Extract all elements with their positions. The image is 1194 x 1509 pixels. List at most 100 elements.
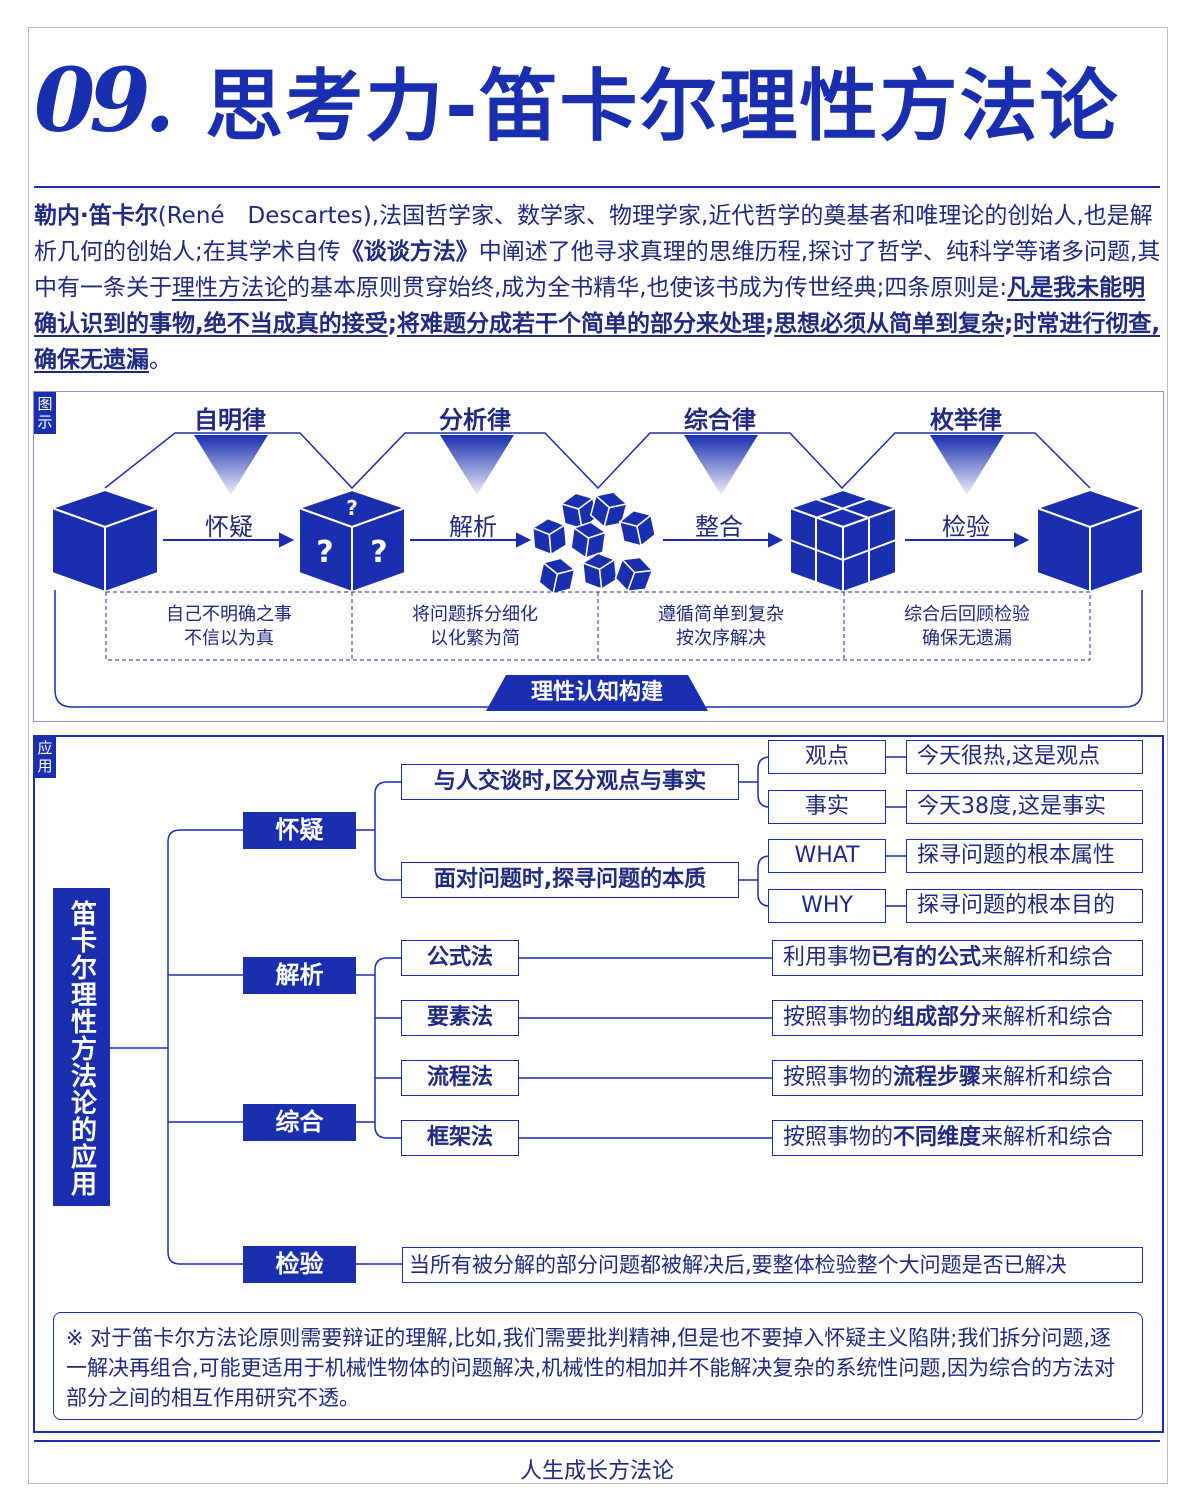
- page-title: 09. 思考力-笛卡尔理性方法论: [34, 48, 1119, 152]
- method-element-desc-key: 组成部分: [893, 1005, 982, 1030]
- intro-rule-2: 将难题分成若干个简单的部分来处理: [396, 311, 765, 337]
- method-element-desc: 按照事物的组成部分来解析和综合: [772, 1000, 1143, 1036]
- assembled-cube-icon: [789, 489, 897, 593]
- law-3: 综合律: [684, 406, 756, 434]
- desc-4-line-1: 综合后回顾检验: [904, 604, 1030, 625]
- connector-zigzag: [104, 432, 1091, 490]
- action-1: 怀疑: [205, 513, 253, 541]
- leaf-label-why: WHY: [768, 889, 886, 923]
- desc-dashed-box: [105, 591, 1091, 661]
- method-formula-desc-post: 来解析和综合: [981, 945, 1114, 970]
- diagram-tag: 图示: [34, 392, 56, 434]
- title-text: 思考力-笛卡尔理性方法论: [205, 62, 1120, 152]
- method-element-desc-post: 来解析和综合: [981, 1005, 1114, 1030]
- leaf-text-what: 探寻问题的根本属性: [906, 839, 1143, 873]
- desc-3: 遵循简单到复杂按次序解决: [599, 603, 843, 651]
- method-framework-desc: 按照事物的不同维度来解析和综合: [772, 1120, 1143, 1156]
- intro-p2: 中阐述了他寻求真理的思维历程,探讨了哲学、纯科学等诸多问题,其中有一条关于: [34, 239, 1161, 301]
- mindmap-root: 笛卡尔理性方法论的应用: [53, 888, 110, 1206]
- footer-text: 人生成长方法论: [519, 1459, 674, 1484]
- method-formula-desc-key: 已有的公式: [871, 945, 982, 970]
- leaf-text-opinion: 今天很热,这是观点: [906, 740, 1143, 774]
- intro-rule-1: 凡是我未能明确认识到的事物,绝不当成真的接受: [34, 275, 1146, 337]
- leaf-text-why: 探寻问题的根本目的: [906, 889, 1143, 923]
- method-process-desc-key: 流程步骤: [893, 1065, 982, 1090]
- funnel-triangle-2: [440, 435, 514, 495]
- law-1: 自明律: [194, 406, 266, 434]
- method-formula-desc: 利用事物已有的公式来解析和综合: [772, 940, 1143, 976]
- intro-name: 勒内·笛卡尔: [34, 203, 158, 229]
- funnel-triangle-1: [194, 435, 268, 495]
- intro-sep-1: ;: [387, 311, 397, 337]
- desc-2-line-1: 将问题拆分细化: [412, 604, 538, 625]
- cube-icon: [51, 489, 159, 593]
- branch-synthesize: 综合: [243, 1104, 356, 1141]
- diagram-panel: [33, 391, 1164, 722]
- title-rule: [34, 186, 1160, 188]
- diagram-banner: 理性认知构建: [486, 675, 708, 711]
- desc-2-line-2: 以化繁为简: [430, 628, 520, 649]
- question-mark-left: ?: [316, 535, 333, 570]
- footnote-box: ※ 对于笛卡尔方法论原则需要辩证的理解,比如,我们需要批判精神,但是也不要掉入怀…: [53, 1312, 1143, 1420]
- diagram-tag-label: 图示: [37, 395, 53, 431]
- intro-name-en: (René Descartes): [157, 203, 372, 229]
- desc-1: 自己不明确之事不信以为真: [107, 603, 351, 651]
- leaf-label-what: WHAT: [768, 839, 886, 873]
- question-mark-top: ?: [346, 496, 358, 520]
- footer-rule: [34, 1440, 1160, 1442]
- leaf-text-fact: 今天38度,这是事实: [906, 790, 1143, 824]
- desc-2: 将问题拆分细化以化繁为简: [353, 603, 597, 651]
- final-cube-icon: [1036, 489, 1144, 593]
- method-framework-desc-key: 不同维度: [893, 1125, 982, 1150]
- action-3: 整合: [695, 513, 743, 541]
- branch-analyze: 解析: [243, 957, 356, 994]
- desc-4-line-2: 确保无遗漏: [922, 628, 1012, 649]
- question-cube-icon: [298, 489, 406, 593]
- verify-desc: 当所有被分解的部分问题都被解决后,要整体检验整个大问题是否已解决: [402, 1247, 1143, 1283]
- desc-4: 综合后回顾检验确保无遗漏: [845, 603, 1089, 651]
- method-process-desc-post: 来解析和综合: [981, 1065, 1114, 1090]
- method-framework-desc-pre: 按照事物的: [783, 1125, 894, 1150]
- scattered-cubes-icon: [531, 491, 656, 595]
- funnel-triangle-3: [684, 435, 758, 495]
- application-tag-label: 应用: [37, 739, 53, 775]
- law-4: 枚举律: [930, 406, 1002, 434]
- method-framework: 框架法: [401, 1120, 519, 1156]
- diagram-banner-label: 理性认知构建: [530, 680, 663, 705]
- method-process-desc: 按照事物的流程步骤来解析和综合: [772, 1060, 1143, 1096]
- branch-verify: 检验: [243, 1246, 356, 1283]
- intro-p1: ,法国哲学家、数学家、物理学家,近代哲学的奠基者和唯理论的创始人,也是解析几何的…: [34, 203, 1153, 265]
- application-tag: 应用: [34, 736, 56, 778]
- mindmap-lines: [110, 756, 906, 1265]
- method-element: 要素法: [401, 1000, 519, 1036]
- mindmap-root-label: 笛卡尔理性方法论的应用: [66, 900, 97, 1197]
- intro-paragraph: 勒内·笛卡尔(René Descartes),法国哲学家、数学家、物理学家,近代…: [34, 198, 1162, 378]
- intro-p3: 的基本原则贯穿始终,成为全书精华,也使该书成为传世经典;四条原则是:: [287, 275, 1008, 301]
- doubt-sub-1: 与人交谈时,区分观点与事实: [401, 764, 739, 800]
- question-mark-right: ?: [370, 535, 387, 570]
- method-framework-desc-post: 来解析和综合: [981, 1125, 1114, 1150]
- intro-sep-2: ;: [764, 311, 775, 337]
- desc-3-line-2: 按次序解决: [676, 628, 766, 649]
- desc-1-line-1: 自己不明确之事: [166, 604, 292, 625]
- method-formula-desc-pre: 利用事物: [783, 945, 872, 970]
- funnel-triangle-4: [930, 435, 1004, 495]
- method-element-desc-pre: 按照事物的: [783, 1005, 894, 1030]
- diagram-graphic: ? ? ?: [51, 432, 1144, 708]
- intro-rule-3: 思想必须从简单到复杂: [774, 311, 1005, 337]
- desc-3-line-1: 遵循简单到复杂: [658, 604, 784, 625]
- intro-end: 。: [149, 347, 172, 373]
- intro-book: 《谈谈方法》: [340, 239, 479, 265]
- law-2: 分析律: [439, 406, 511, 434]
- desc-1-line-2: 不信以为真: [184, 628, 274, 649]
- leaf-label-opinion: 观点: [768, 740, 886, 774]
- intro-sep-3: ;: [1004, 311, 1014, 337]
- arrow-icon: [163, 532, 1030, 548]
- intro-rule-4: 时常进行彻查,确保无遗漏: [34, 311, 1161, 373]
- action-4: 检验: [942, 513, 990, 541]
- branch-doubt: 怀疑: [243, 812, 356, 849]
- action-2: 解析: [449, 513, 497, 541]
- intro-method: 理性方法论: [172, 275, 287, 301]
- method-formula: 公式法: [401, 940, 519, 976]
- application-panel: [33, 735, 1164, 1433]
